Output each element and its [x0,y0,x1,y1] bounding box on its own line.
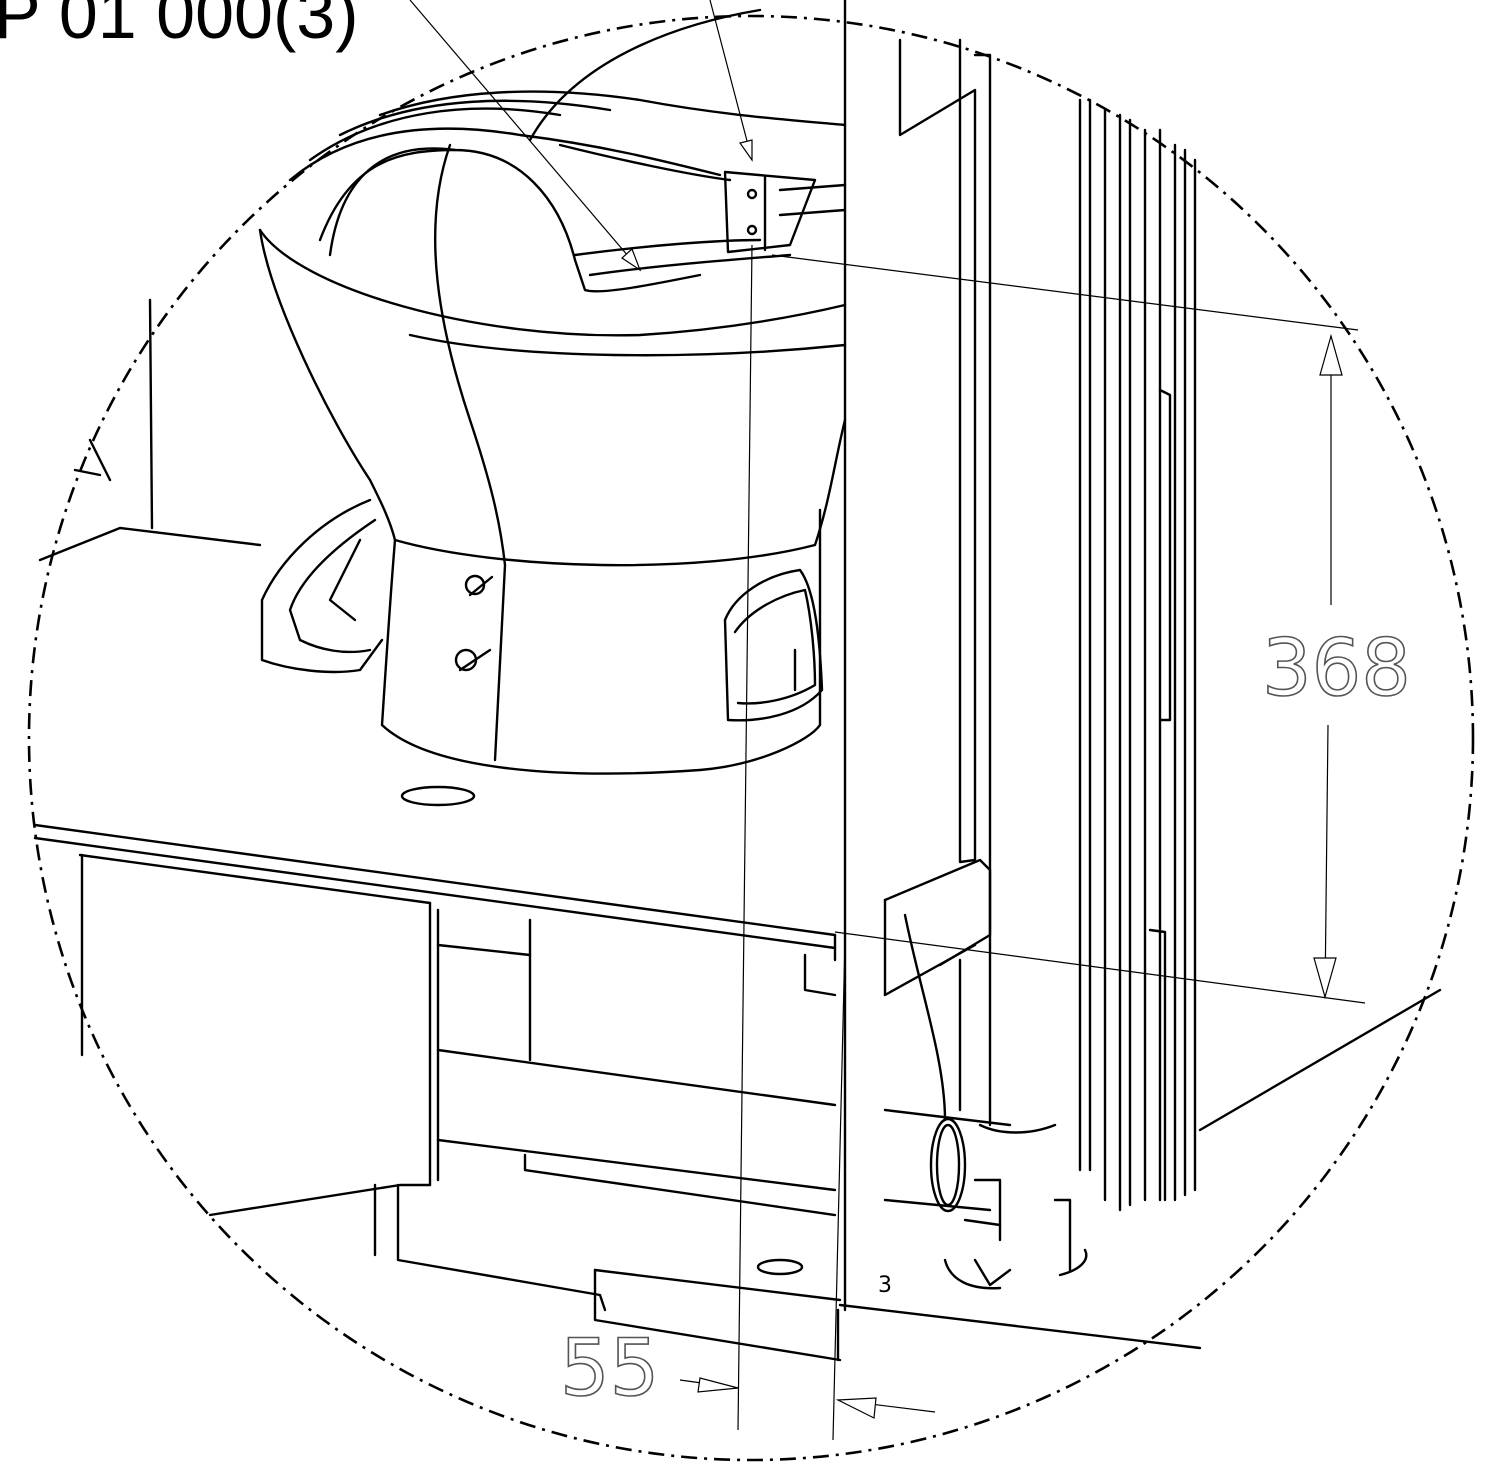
small-mark: 3 [878,1273,892,1298]
vertical-frame [836,0,1442,1362]
dimension-368: 368 [771,254,1412,1004]
leader-lines [409,0,753,272]
detail-circle-boundary [27,14,1475,1462]
reference-label: P 01 000(3) [0,0,359,53]
dimension-value-55: 55 [560,1324,659,1414]
dimension-55: 55 [559,244,936,1441]
dimension-value-368: 368 [1262,624,1411,714]
toilet-bowl [258,8,847,775]
platform [33,298,1202,1362]
